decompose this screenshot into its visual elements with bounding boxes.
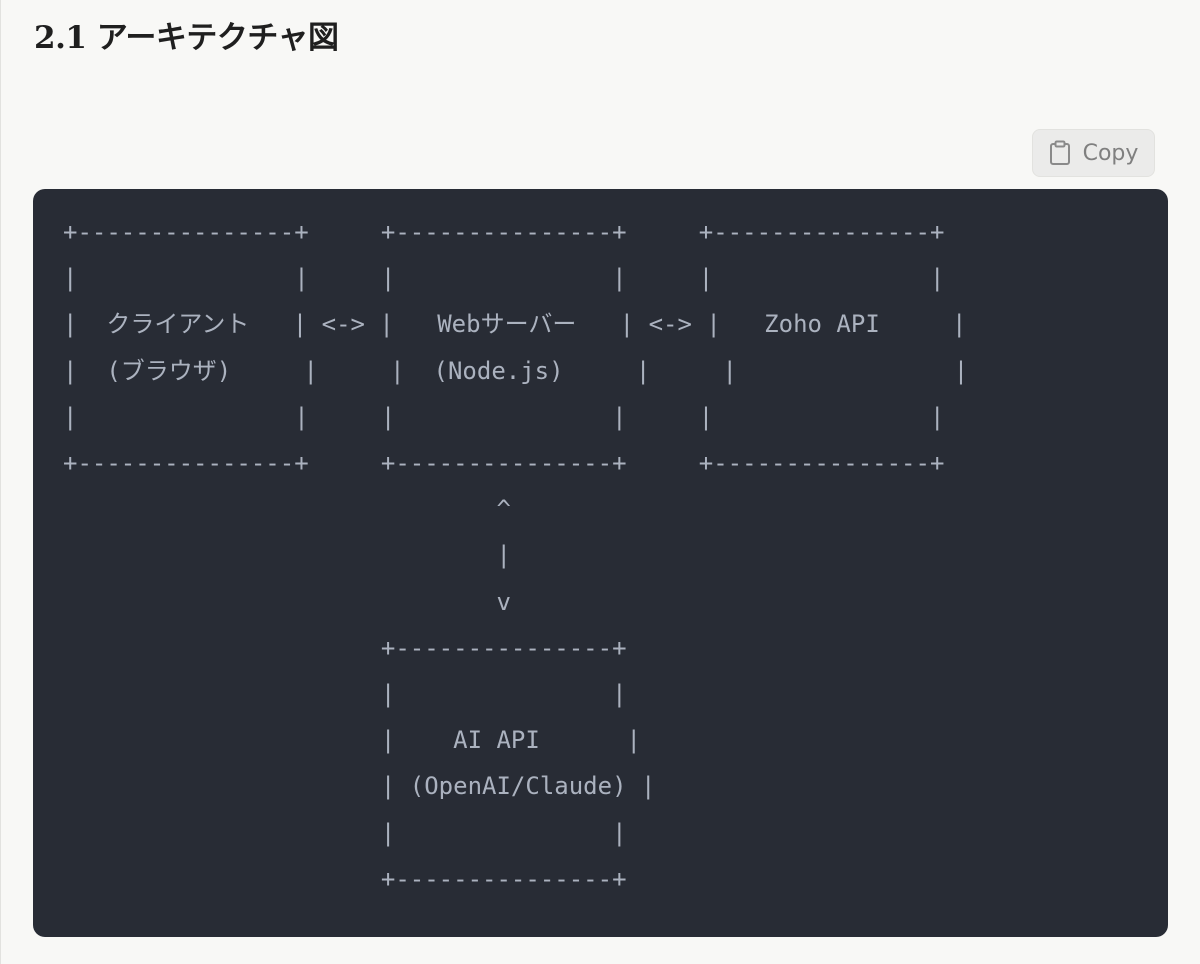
copy-button[interactable]: Copy: [1032, 129, 1155, 177]
left-border: [0, 0, 1, 964]
section-heading: 2.1 アーキテクチャ図: [34, 20, 339, 56]
architecture-diagram-code: +---------------+ +---------------+ +---…: [63, 218, 969, 893]
copy-label: Copy: [1082, 140, 1139, 166]
code-block: +---------------+ +---------------+ +---…: [33, 189, 1168, 937]
clipboard-icon: [1049, 140, 1071, 166]
